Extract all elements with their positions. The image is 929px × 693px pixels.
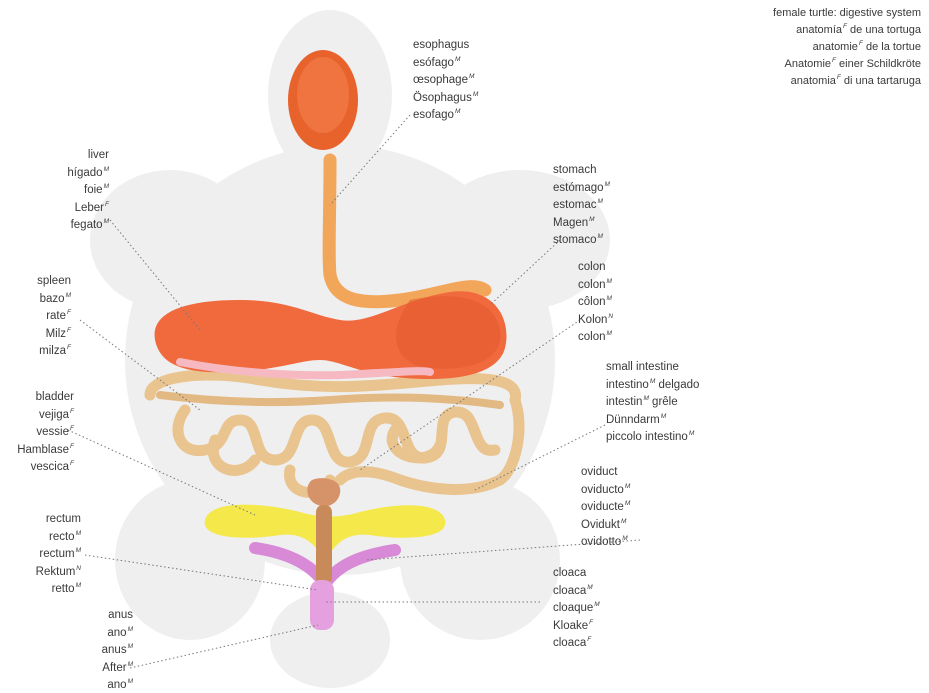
label-line: HamblaseF — [17, 440, 74, 458]
label-line: oviducteM — [581, 497, 630, 515]
label-line: liver — [67, 148, 109, 163]
label-line: intestinM grêle — [606, 392, 699, 410]
label-line: milzaF — [37, 341, 71, 359]
label-line: stomach — [553, 163, 610, 178]
label-line: cloacaM — [553, 581, 600, 599]
label-line: ovidottoM — [581, 532, 630, 550]
label-line: small intestine — [606, 360, 699, 375]
title-line: anatomiaF di una tartaruga — [773, 71, 921, 88]
label-line: colonM — [578, 275, 613, 293]
label-line: rettoM — [36, 579, 81, 597]
label-line: OviduktM — [581, 515, 630, 533]
label-line: esophagus — [413, 38, 478, 53]
label-line: côlonM — [578, 292, 613, 310]
label-line: KolonN — [578, 310, 613, 328]
label-line: ÖsophagusM — [413, 88, 478, 106]
label-line: anoM — [102, 623, 133, 641]
label-line: AfterM — [102, 658, 133, 676]
label-line: œsophageM — [413, 70, 478, 88]
label-line: rectum — [36, 512, 81, 527]
label-line: anus — [102, 608, 133, 623]
title-line: AnatomieF einer Schildkröte — [773, 54, 921, 71]
label-line: bazoM — [37, 289, 71, 307]
label-line: rateF — [37, 306, 71, 324]
label-line: vescicaF — [17, 457, 74, 475]
label-line: KloakeF — [553, 616, 600, 634]
title-line: female turtle: digestive system — [773, 6, 921, 20]
label-line: intestinoM delgado — [606, 375, 699, 393]
label-line: vessieF — [17, 422, 74, 440]
label-line: rectumM — [36, 544, 81, 562]
label-line: RektumN — [36, 562, 81, 580]
label-line: colonM — [578, 327, 613, 345]
title-line: anatomieF de la tortue — [773, 37, 921, 54]
label-line: anoM — [102, 675, 133, 693]
label-line: esófagoM — [413, 53, 478, 71]
label-line: colon — [578, 260, 613, 275]
label-line: rectoM — [36, 527, 81, 545]
label-line: foieM — [67, 180, 109, 198]
label-line: vejigaF — [17, 405, 74, 423]
label-line: piccolo intestinoM — [606, 427, 699, 445]
label-line: MilzF — [37, 324, 71, 342]
label-line: spleen — [37, 274, 71, 289]
label-line: esofagoM — [413, 105, 478, 123]
label-line: hígadoM — [67, 163, 109, 181]
title-line: anatomíaF de una tortuga — [773, 20, 921, 37]
label-line: DünndarmM — [606, 410, 699, 428]
label-line: cloaqueM — [553, 598, 600, 616]
label-line: oviduct — [581, 465, 630, 480]
label-line: cloaca — [553, 566, 600, 581]
label-line: anusM — [102, 640, 133, 658]
label-line: bladder — [17, 390, 74, 405]
label-line: stomacoM — [553, 230, 610, 248]
label-line: cloacaF — [553, 633, 600, 651]
label-line: estómagoM — [553, 178, 610, 196]
label-line: fegatoM — [67, 215, 109, 233]
label-line: LeberF — [67, 198, 109, 216]
label-line: estomacM — [553, 195, 610, 213]
label-line: MagenM — [553, 213, 610, 231]
label-line: oviductoM — [581, 480, 630, 498]
